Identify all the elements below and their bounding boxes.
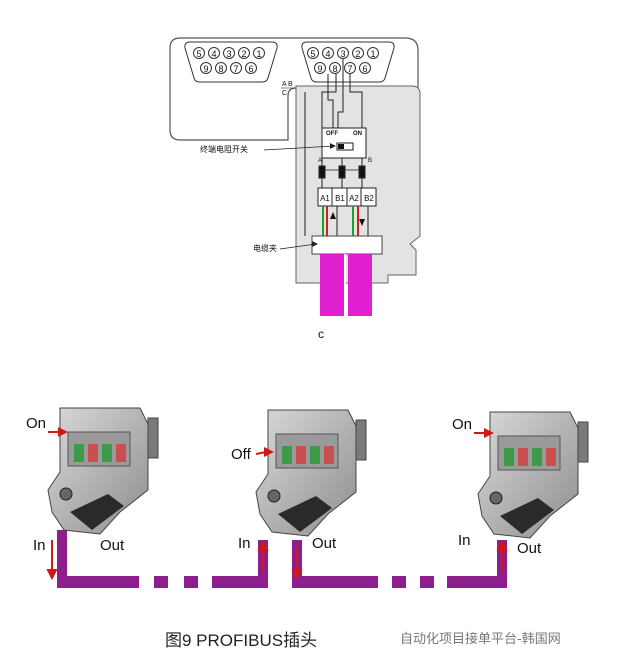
right-db9-pins-bottom: 9 8 7 6 (314, 62, 371, 74)
cable-right (348, 254, 372, 316)
cable-clamp (311, 235, 383, 255)
terminal-block: A1 B1 A2 B2 (317, 187, 377, 207)
out-arrow-icon (359, 219, 365, 226)
flow-arrows (46, 539, 508, 581)
connector-1-in-label: In (33, 537, 46, 554)
terminal-a2: A2 (349, 194, 359, 203)
termination-resistors (318, 158, 366, 188)
connector-2-switch-label: Off (231, 446, 252, 463)
pin-label: 6 (248, 64, 253, 74)
left-db9-pins-top: 5 4 3 2 1 (193, 47, 265, 59)
pin-label: 8 (218, 64, 223, 74)
pin-label: 1 (370, 49, 375, 59)
cable-clamp-pointer (279, 243, 317, 250)
bus-cable (57, 530, 507, 588)
connector-3-switch-label: On (452, 416, 472, 433)
sub-figure-label: c (318, 327, 324, 341)
switch-on-label: ON (353, 131, 362, 137)
pin-label: 3 (340, 49, 345, 59)
left-db9-pins-bottom: 9 8 7 6 (200, 62, 257, 74)
cable-left (320, 254, 344, 316)
switch-a-label: A (318, 158, 322, 164)
figure-caption: 图9 PROFIBUS插头 (165, 631, 318, 650)
pin-label: 7 (233, 64, 238, 74)
connector-1-switch-label: On (26, 415, 46, 432)
pin-label: 2 (355, 49, 360, 59)
switch-b-label: B (368, 158, 372, 164)
watermark: 自动化项目接单平台-韩国网 (400, 632, 561, 647)
pin-label: 5 (196, 49, 201, 59)
ab-label: A (282, 81, 287, 88)
terminal-a1: A1 (320, 194, 330, 203)
pin-label: 3 (226, 49, 231, 59)
connector-1-out-label: Out (100, 537, 125, 554)
pin-label: 9 (317, 64, 322, 74)
connector-1-switch-arrow-icon (58, 427, 68, 437)
pin-label: 9 (203, 64, 208, 74)
terminal-b2: B2 (364, 194, 374, 203)
pin-label: 8 (332, 64, 337, 74)
switch-off-label: OFF (326, 131, 338, 137)
connector-2-in-label: In (238, 535, 251, 552)
bus-connector-2 (255, 409, 367, 537)
termination-switch-pointer (263, 145, 335, 151)
termination-switch: OFF ON A B (318, 127, 372, 164)
bus-connector-1 (47, 407, 159, 535)
bus-diagram (46, 530, 508, 588)
connector-2-switch-arrow-icon (264, 447, 274, 457)
pin-label: 7 (347, 64, 352, 74)
bus-connector-3 (477, 411, 589, 539)
pin-label: 6 (362, 64, 367, 74)
pin-label: 1 (256, 49, 261, 59)
b-label: B (288, 81, 293, 88)
cable-clamp-label: 电缆夹 (253, 243, 277, 253)
connector-3-out-label: Out (517, 540, 542, 557)
terminal-b1: B1 (335, 194, 345, 203)
pin-label: 5 (310, 49, 315, 59)
pin-label: 4 (325, 49, 330, 59)
c-small-label: C (282, 90, 287, 97)
top-wiring-diagram: 5 4 3 2 1 9 8 7 6 5 4 3 2 1 9 8 7 6 A (169, 37, 421, 341)
connector-3-switch-arrow-icon (484, 428, 494, 438)
right-db9-pins-top: 5 4 3 2 1 (307, 47, 379, 59)
cable-leads (322, 206, 369, 236)
in-arrow-icon (330, 212, 336, 219)
pin-label: 2 (241, 49, 246, 59)
connector-3-in-label: In (458, 532, 471, 549)
pin-wires (304, 59, 363, 236)
pin-label: 4 (211, 49, 216, 59)
connector-2-out-label: Out (312, 535, 337, 552)
termination-switch-label: 终端电阻开关 (200, 144, 248, 154)
